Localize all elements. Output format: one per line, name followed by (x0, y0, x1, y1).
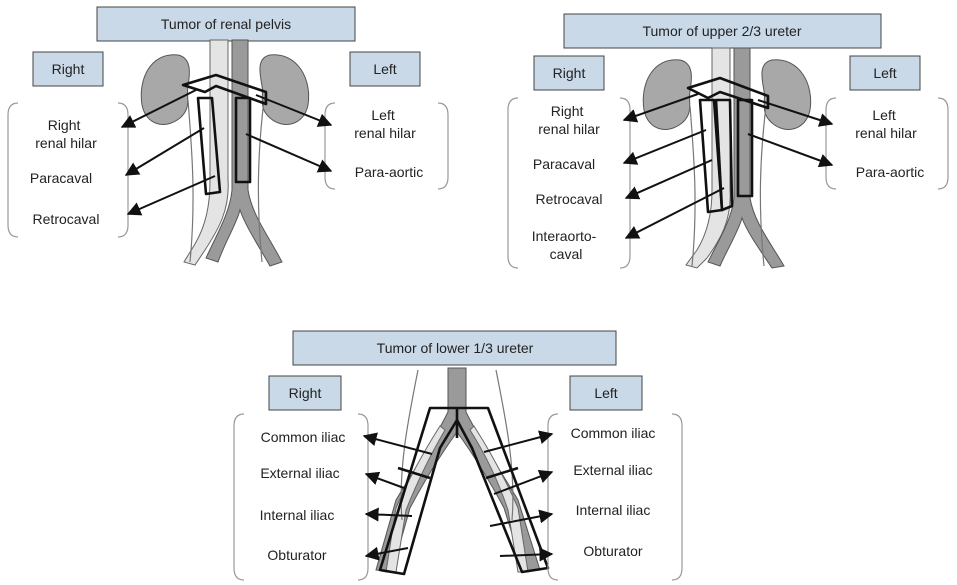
panel2-label-interaortocaval: Interaorto- caval (532, 228, 600, 262)
panel3-arrow-left-internal-iliac (489, 509, 554, 527)
panel3-left-bracket-left (547, 413, 559, 581)
panel3-label-right-obturator: Obturator (267, 547, 326, 563)
panel3-anatomy (375, 367, 550, 576)
right-kidney (642, 59, 692, 130)
panel3-left-header: Left (594, 385, 617, 401)
panel3-label-right-common-iliac: Common iliac (261, 429, 346, 445)
panel3-title-box (292, 330, 617, 366)
panel2-anatomy (642, 47, 812, 269)
panel2-label-retrocaval: Retrocaval (536, 191, 603, 207)
inferior-vena-cava (685, 47, 731, 269)
panel3-region-right-divider (397, 466, 431, 480)
panel1-title-box (96, 6, 356, 42)
panel3-arrow-left-common-iliac (483, 430, 554, 453)
panel3-arrow-left-external-iliac (493, 469, 554, 495)
panel2-hilar-region (686, 76, 770, 110)
panel3-label-left-internal-iliac: Internal iliac (576, 502, 651, 518)
panel2-arrow-right-hilar (622, 93, 699, 123)
panel1-right-bracket-right (117, 102, 129, 238)
panel3-right-bracket-left (233, 413, 245, 581)
panel-lower-ureter: Tumor of lower 1/3 ureter Right Left Com… (233, 330, 683, 581)
panel2-arrow-left-hilar (757, 99, 834, 127)
panel2-label-paracaval: Paracaval (533, 156, 595, 172)
panel1-arrow-paracaval (124, 127, 205, 176)
panel1-left-header: Left (373, 61, 396, 77)
panel2-title: Tumor of upper 2/3 ureter (642, 23, 801, 39)
panel1-arrow-paraaortic (245, 133, 333, 173)
panel1-label-paraaortic: Para-aortic (355, 164, 423, 180)
panel3-label-left-obturator: Obturator (583, 543, 642, 559)
panel1-left-bracket-left (324, 102, 336, 190)
inferior-vena-cava (183, 39, 229, 266)
panel2-paraaortic-region (736, 98, 754, 198)
right-ureter (689, 105, 696, 267)
panel1-paraaortic-region (234, 96, 252, 184)
panel1-paracaval-region (196, 96, 222, 196)
panel1-label-paracaval: Paracaval (30, 170, 92, 186)
panel2-label-paraaortic: Para-aortic (856, 164, 924, 180)
panel1-anatomy (140, 39, 310, 267)
left-kidney (259, 54, 310, 125)
panel3-arrow-left-obturator (499, 547, 554, 562)
panel3-right-header: Right (289, 385, 322, 401)
panel1-left-bracket-right (437, 102, 449, 190)
panel3-right-header-box (268, 375, 342, 411)
panel1-label-retrocaval: Retrocaval (33, 211, 100, 227)
panel1-right-bracket-left (7, 102, 19, 238)
panel2-left-bracket-right (937, 97, 949, 190)
panel1-arrow-right-hilar (120, 89, 197, 128)
panel1-label-right-hilar: Right renal hilar (35, 117, 97, 151)
panel3-right-bracket-right (357, 413, 369, 581)
panel2-label-left-hilar: Left renal hilar (855, 107, 917, 141)
panel1-arrow-left-hilar (255, 94, 333, 127)
panel1-hilar-region (181, 73, 268, 106)
panel3-iliac-region (378, 406, 550, 576)
panel3-left-header-box (569, 375, 643, 411)
panel2-right-header-box (533, 55, 605, 91)
panel1-arrow-retrocaval (126, 175, 216, 216)
panel2-interaortocaval-region (714, 98, 734, 212)
panel1-right-header: Right (52, 61, 85, 77)
aorta (707, 47, 785, 269)
right-kidney (140, 54, 190, 125)
panel2-right-bracket-right (619, 97, 631, 269)
panel2-label-right-hilar: Right renal hilar (538, 103, 600, 137)
panel3-label-right-internal-iliac: Internal iliac (260, 507, 335, 523)
panel3-label-left-external-iliac: External iliac (573, 462, 652, 478)
panel2-arrow-paraaortic (747, 133, 834, 168)
panel3-label-left-common-iliac: Common iliac (571, 425, 656, 441)
panel3-arrow-right-external-iliac (364, 471, 405, 489)
left-ureter (257, 99, 265, 263)
panel2-left-header-box (849, 55, 921, 91)
left-kidney (761, 59, 812, 130)
panel2-arrow-interaortocaval (624, 187, 725, 239)
panel1-label-left-hilar: Left renal hilar (354, 107, 416, 141)
panel2-right-bracket-left (507, 97, 519, 269)
panel-renal-pelvis: Tumor of renal pelvis Right Left Right r… (7, 6, 449, 267)
panel2-right-header: Right (553, 65, 586, 81)
panel1-title: Tumor of renal pelvis (161, 16, 291, 32)
panel3-left-bracket-right (671, 413, 683, 581)
panel3-arrow-right-common-iliac (362, 432, 433, 455)
panel3-title: Tumor of lower 1/3 ureter (377, 340, 534, 356)
panel2-left-header: Left (873, 65, 896, 81)
panel3-region-left-divider (485, 466, 519, 480)
panel3-label-right-external-iliac: External iliac (260, 465, 339, 481)
panel-upper-ureter: Tumor of upper 2/3 ureter Right Left Rig… (507, 13, 949, 269)
left-ureter (759, 105, 767, 267)
panel1-left-header-box (349, 51, 421, 87)
right-ureter (187, 99, 194, 263)
panel3-arrow-right-internal-iliac (364, 507, 413, 522)
aorta (205, 39, 283, 267)
panel3-arrow-right-obturator (364, 546, 409, 561)
panel2-arrow-paracaval (622, 129, 707, 165)
panel2-arrow-retrocaval (624, 159, 713, 200)
panel2-left-bracket-left (825, 97, 837, 190)
panel1-right-header-box (32, 51, 104, 87)
